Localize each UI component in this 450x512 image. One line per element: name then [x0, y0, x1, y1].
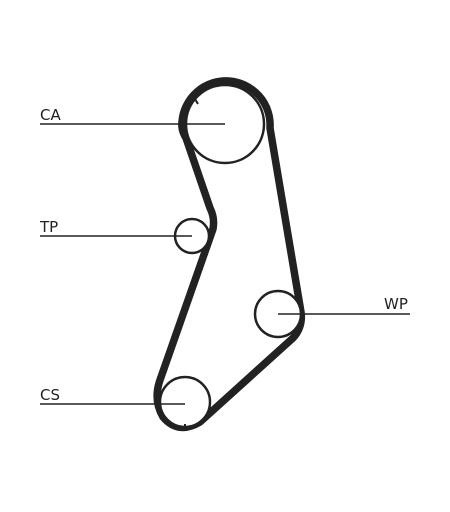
- cs-label: CS: [40, 386, 60, 404]
- ca-label: CA: [40, 106, 61, 124]
- wp-label: WP: [384, 295, 408, 313]
- crankshaft-pulley: [158, 375, 212, 429]
- camshaft-timing-mark: [194, 98, 199, 105]
- tp-label: TP: [39, 218, 58, 236]
